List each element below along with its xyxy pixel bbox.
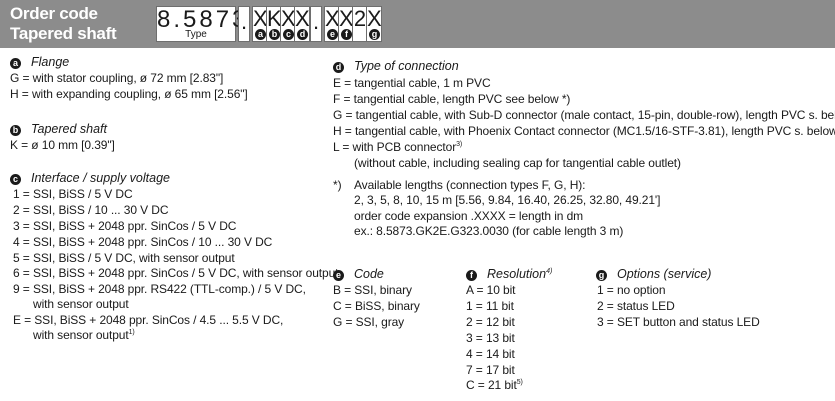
resolution-heading: f Resolution4)	[466, 267, 552, 282]
badge-b: b	[10, 125, 21, 136]
connection-option-e: E = tangential cable, 1 m PVC	[333, 76, 491, 90]
interface-option-e: E = SSI, BiSS + 2048 ppr. SinCos / 4.5 .…	[13, 313, 284, 327]
lengths-line-3: order code expansion .XXXX = length in d…	[354, 209, 584, 223]
lengths-marker: *)	[333, 178, 342, 192]
code-cell-char: X	[295, 6, 310, 31]
badge-e: e	[327, 29, 338, 40]
code-separator-2: .	[310, 6, 322, 42]
flange-title: Flange	[31, 55, 70, 69]
badge-d: d	[333, 62, 344, 73]
interface-option-6: 6 = SSI, BiSS + 2048 ppr. SinCos / 5 V D…	[13, 266, 339, 280]
badge-b: b	[269, 29, 280, 40]
header-title-line1: Order code	[10, 4, 98, 23]
code-cell-e: X e	[324, 6, 340, 42]
interface-option-2: 2 = SSI, BiSS / 10 ... 30 V DC	[13, 203, 169, 217]
code-cell-char: X	[339, 6, 354, 31]
code-option-g: G = SSI, gray	[333, 315, 405, 329]
badge-a: a	[255, 29, 266, 40]
connection-option-g-text: G = tangential cable, with Sub-D connect…	[333, 108, 835, 122]
code-cell-d: X d	[294, 6, 310, 42]
type-code-box: 8.5873 Type	[156, 6, 249, 42]
code-cell-char: 2	[353, 6, 367, 31]
interface-option-e-cont: with sensor output1)	[33, 328, 135, 343]
header-title: Order code Tapered shaft	[10, 4, 117, 44]
resolution-option-1: 1 = 11 bit	[466, 299, 514, 313]
interface-option-9: 9 = SSI, BiSS + 2048 ppr. RS422 (TTL-com…	[13, 282, 306, 296]
code-cell-char: X	[367, 6, 382, 31]
connection-option-l-text: L = with PCB connector	[333, 140, 457, 154]
code-cell-char: X	[281, 6, 296, 31]
footnote-3: 3)	[456, 141, 463, 148]
badge-c: c	[283, 29, 294, 40]
interface-heading: c Interface / supply voltage	[10, 171, 170, 186]
connection-heading: d Type of connection	[333, 59, 459, 74]
interface-option-4: 4 = SSI, BiSS + 2048 ppr. SinCos / 10 ..…	[13, 235, 273, 249]
footnote-5: 5)	[516, 379, 523, 386]
code-heading: e Code	[333, 267, 384, 282]
flange-heading: a Flange	[10, 55, 69, 70]
interface-option-5: 5 = SSI, BiSS / 5 V DC, with sensor outp…	[13, 251, 235, 265]
flange-option-g: G = with stator coupling, ø 72 mm [2.83"…	[10, 71, 224, 85]
code-option-b: B = SSI, binary	[333, 283, 412, 297]
interface-option-9-cont: with sensor output	[33, 297, 129, 311]
connection-option-l: L = with PCB connector3)	[333, 140, 462, 155]
code-option-c: C = BiSS, binary	[333, 299, 420, 313]
code-cell-char: X	[325, 6, 340, 31]
badge-f: f	[341, 29, 352, 40]
resolution-option-4: 4 = 14 bit	[466, 347, 515, 361]
resolution-option-7: 7 = 17 bit	[466, 363, 515, 377]
code-cell-char: K	[267, 6, 282, 31]
code-cell-char: X	[253, 6, 268, 31]
options-option-1: 1 = no option	[597, 283, 666, 297]
code-separator-1: .	[238, 6, 250, 42]
badge-e: e	[333, 270, 344, 281]
lengths-line-4: ex.: 8.5873.GK2E.G323.0030 (for cable le…	[354, 224, 624, 238]
header-title-line2: Tapered shaft	[10, 24, 117, 43]
code-cell-g: X g	[366, 6, 382, 42]
badge-g: g	[596, 270, 607, 281]
interface-option-1: 1 = SSI, BiSS / 5 V DC	[13, 187, 133, 201]
flange-option-h: H = with expanding coupling, ø 65 mm [2.…	[10, 87, 248, 101]
type-label: Type	[185, 29, 207, 40]
code-cell-b: K b	[266, 6, 282, 42]
order-code-header: Order code Tapered shaft 8.5873 Type . X…	[0, 0, 835, 48]
connection-title: Type of connection	[354, 59, 459, 73]
type-digits: 8.5873	[157, 6, 249, 33]
badge-f: f	[466, 270, 477, 281]
code-cell-fixed-2: 2	[352, 6, 368, 42]
resolution-option-c-text: C = 21 bit	[466, 378, 517, 392]
lengths-line-1: Available lengths (connection types F, G…	[354, 178, 586, 192]
options-title: Options (service)	[617, 267, 712, 281]
resolution-option-2: 2 = 12 bit	[466, 315, 515, 329]
options-heading: g Options (service)	[596, 267, 711, 282]
options-option-3: 3 = SET button and status LED	[597, 315, 760, 329]
resolution-option-a: A = 10 bit	[466, 283, 516, 297]
code-title: Code	[354, 267, 384, 281]
connection-option-h-text: H = tangential cable, with Phoenix Conta…	[333, 124, 835, 138]
tapered-shaft-heading: b Tapered shaft	[10, 122, 107, 137]
interface-title: Interface / supply voltage	[31, 171, 170, 185]
badge-d: d	[297, 29, 308, 40]
connection-option-h: H = tangential cable, with Phoenix Conta…	[333, 124, 835, 139]
footnote-1: 1)	[128, 329, 135, 336]
connection-option-g: G = tangential cable, with Sub-D connect…	[333, 108, 835, 123]
badge-g: g	[369, 29, 380, 40]
interface-option-e-cont-text: with sensor output	[33, 328, 129, 342]
badge-a: a	[10, 58, 21, 69]
options-option-2: 2 = status LED	[597, 299, 675, 313]
footnote-4: 4)	[546, 268, 553, 275]
resolution-title: Resolution	[487, 267, 547, 281]
tapered-shaft-title: Tapered shaft	[31, 122, 107, 136]
connection-option-l-cont: (without cable, including sealing cap fo…	[354, 156, 681, 170]
shaft-option-k: K = ø 10 mm [0.39"]	[10, 138, 115, 152]
resolution-option-c: C = 21 bit5)	[466, 378, 523, 393]
code-cell-c: X c	[280, 6, 296, 42]
badge-c: c	[10, 174, 21, 185]
connection-option-f: F = tangential cable, length PVC see bel…	[333, 92, 571, 106]
interface-option-3: 3 = SSI, BiSS + 2048 ppr. SinCos / 5 V D…	[13, 219, 237, 233]
lengths-line-2: 2, 3, 5, 8, 10, 15 m [5.56, 9.84, 16.40,…	[354, 193, 661, 207]
resolution-option-3: 3 = 13 bit	[466, 331, 515, 345]
